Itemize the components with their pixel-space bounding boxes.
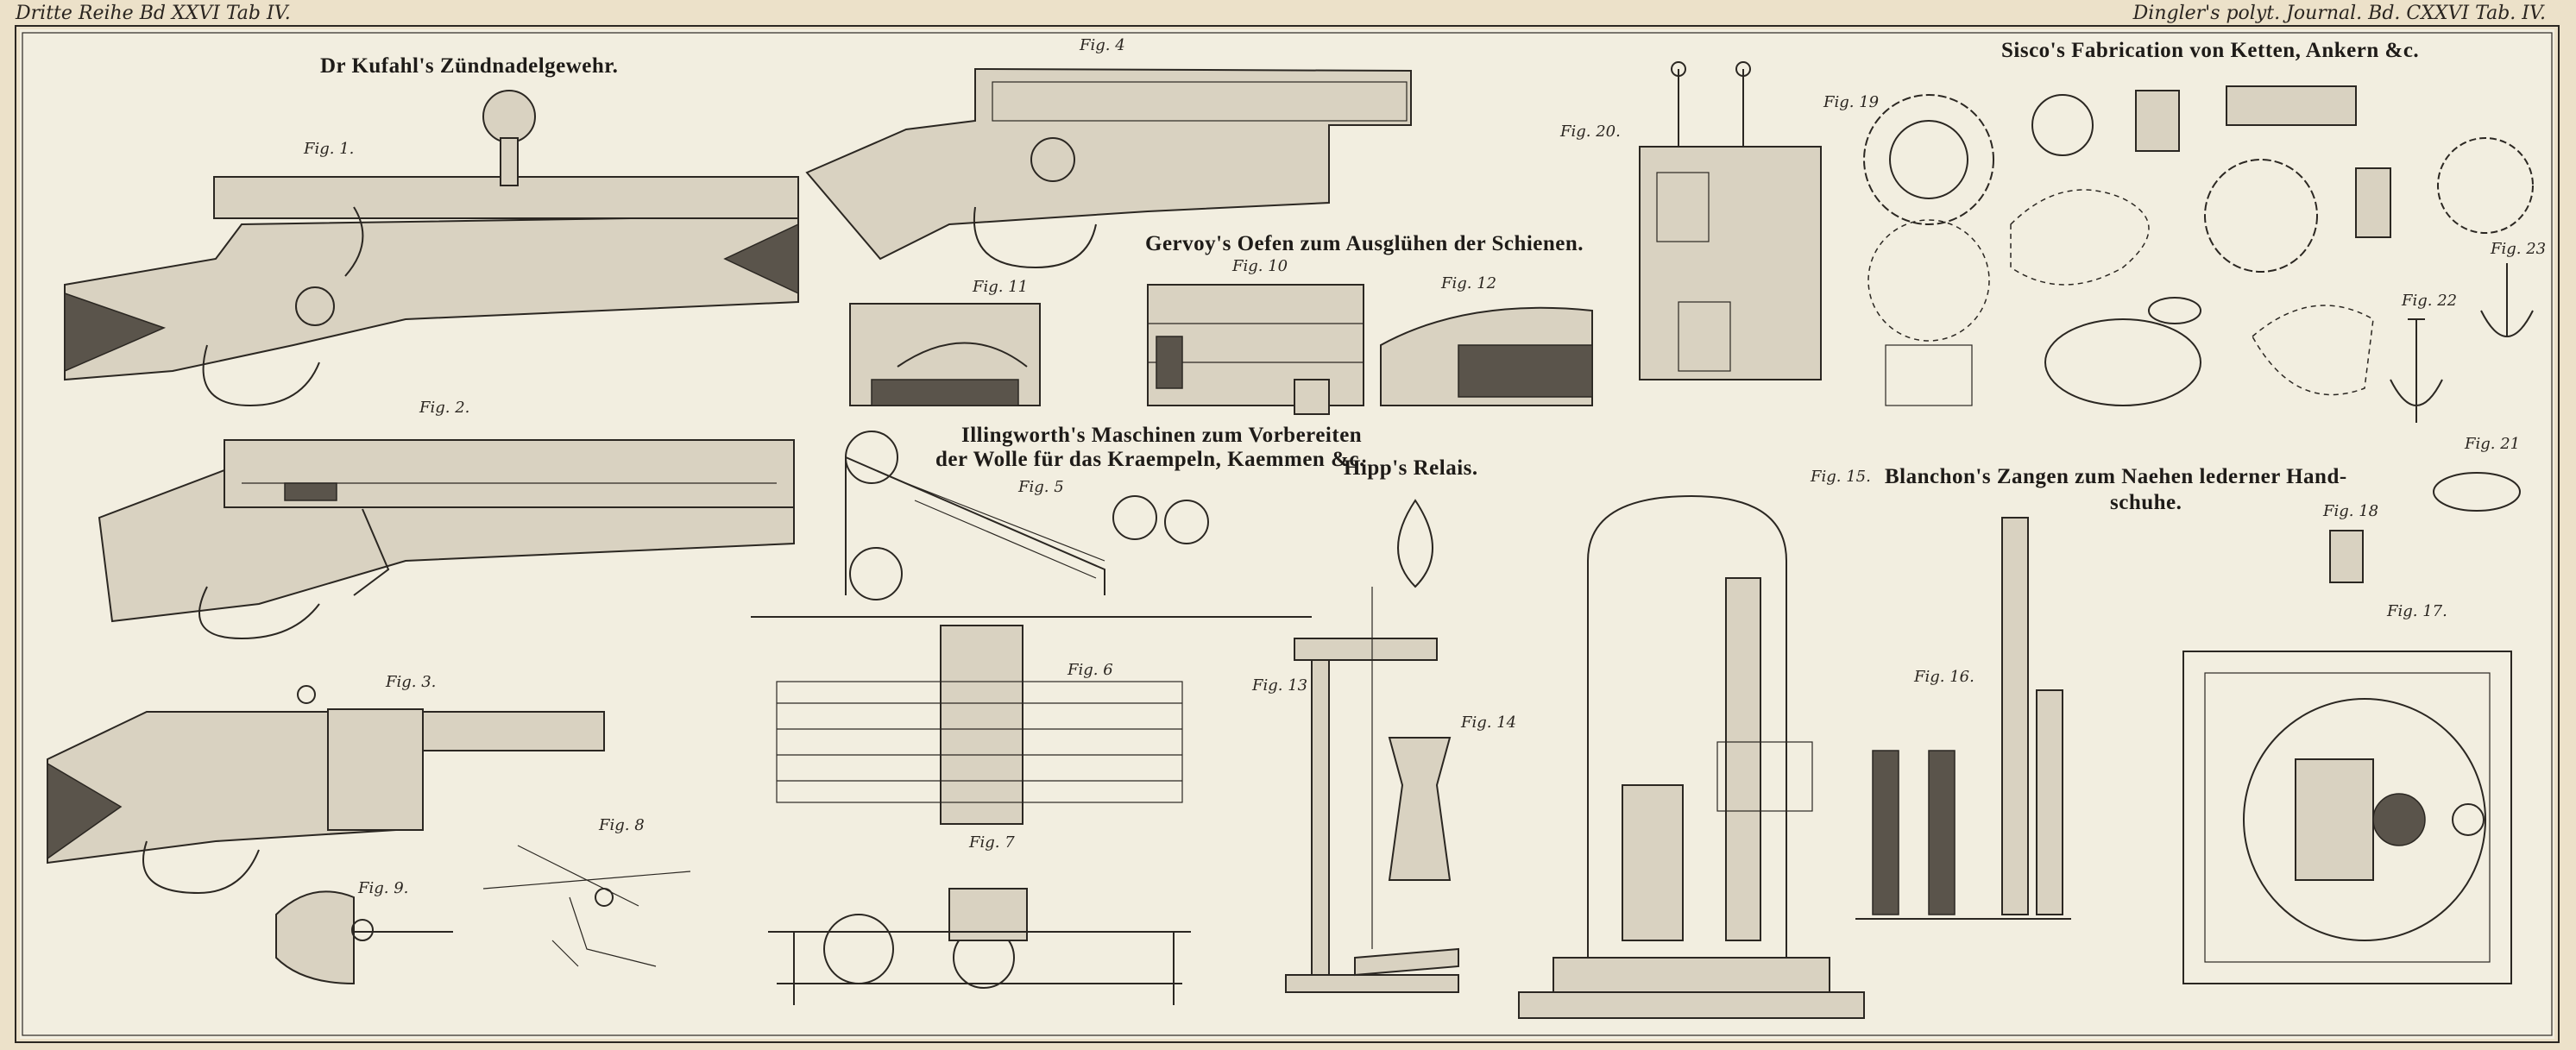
label-fig-15: Fig. 15.	[1810, 468, 1871, 486]
label-fig-4: Fig. 4	[1079, 36, 1125, 54]
label-fig-5: Fig. 5	[1017, 478, 1064, 496]
label-fig-14: Fig. 14	[1460, 714, 1516, 732]
label-fig-20: Fig. 20.	[1559, 123, 1621, 141]
fig-19-gear-drawing	[1863, 94, 2150, 406]
label-fig-12: Fig. 12	[1440, 274, 1496, 292]
fig-22-anchor-drawing	[2390, 318, 2443, 423]
fig-8-mechanism-drawing	[482, 845, 691, 967]
fig-11-oven-drawing	[849, 303, 1041, 406]
title-blanchon-1: Blanchon's Zangen zum Naehen lederner Ha…	[1885, 465, 2347, 488]
label-fig-8: Fig. 8	[598, 816, 645, 834]
label-fig-19: Fig. 19	[1823, 93, 1879, 111]
title-illingworth-1: Illingworth's Maschinen zum Vorbereiten	[961, 424, 1362, 447]
fig-4-breech-section-drawing	[805, 67, 1412, 269]
fig-16-pliers-apparatus-drawing	[1855, 517, 2071, 920]
fig-17-plan-view-drawing	[2182, 651, 2512, 984]
label-fig-7: Fig. 7	[968, 833, 1015, 852]
label-fig-13: Fig. 13	[1251, 676, 1307, 695]
outer-frame	[15, 25, 2560, 1043]
fig-3-breech-drawing	[47, 685, 605, 895]
label-fig-18: Fig. 18	[2322, 502, 2378, 520]
inner-frame	[22, 32, 2553, 1036]
label-fig-11: Fig. 11	[972, 278, 1028, 296]
fig-18-link-drawing	[2329, 530, 2364, 583]
fig-6-wool-machine-plan-drawing	[776, 625, 1183, 825]
title-illingworth-2: der Wolle für das Kraempeln, Kaemmen &c.	[935, 448, 1365, 471]
label-fig-21: Fig. 21	[2464, 435, 2520, 453]
header-right: Dingler's polyt. Journal. Bd. CXXVI Tab.…	[2132, 3, 2546, 24]
fig-2-rifle-section-drawing	[98, 439, 795, 640]
label-fig-2: Fig. 2.	[419, 399, 469, 417]
label-fig-3: Fig. 3.	[385, 673, 436, 691]
label-fig-9: Fig. 9.	[357, 879, 408, 897]
sisco-chain-links-drawing	[2031, 85, 2534, 406]
fig-9-lock-drawing	[275, 890, 453, 985]
label-fig-1: Fig. 1.	[303, 140, 354, 158]
title-gervoy: Gervoy's Oefen zum Ausglühen der Schiene…	[1145, 232, 1584, 255]
title-hipp: Hipp's Relais.	[1344, 456, 1478, 480]
fig-12-oven-drawing	[1380, 306, 1593, 406]
title-blanchon-2: schuhe.	[2110, 491, 2182, 514]
label-fig-10: Fig. 10	[1231, 257, 1288, 275]
fig-14-relay-part-drawing	[1388, 737, 1452, 881]
fig-23-anchor-drawing	[2480, 263, 2534, 337]
label-fig-23: Fig. 23	[2490, 240, 2546, 258]
fig-10-oven-section-drawing	[1147, 284, 1364, 415]
title-sisco: Sisco's Fabrication von Ketten, Ankern &…	[2001, 39, 2419, 62]
fig-1-rifle-drawing	[64, 90, 799, 407]
fig-15-bell-jar-apparatus-drawing	[1518, 494, 1865, 1019]
fig-21-chain-link-drawing	[2433, 472, 2521, 512]
label-fig-6: Fig. 6	[1067, 661, 1113, 679]
title-kufahl: Dr Kufahl's Zündnadelgewehr.	[320, 54, 618, 78]
fig-20-furnace-elevation-drawing	[1639, 61, 1822, 380]
fig-7-wool-machine-elevation-drawing	[768, 888, 1191, 1005]
label-fig-16: Fig. 16.	[1913, 668, 1975, 686]
fig-5-wool-machine-drawing	[751, 431, 1312, 618]
fig-13-relay-stand-drawing	[1285, 499, 1459, 993]
label-fig-22: Fig. 22	[2401, 292, 2457, 310]
label-fig-17: Fig. 17.	[2386, 602, 2447, 620]
header-left: Dritte Reihe Bd XXVI Tab IV.	[15, 3, 291, 24]
